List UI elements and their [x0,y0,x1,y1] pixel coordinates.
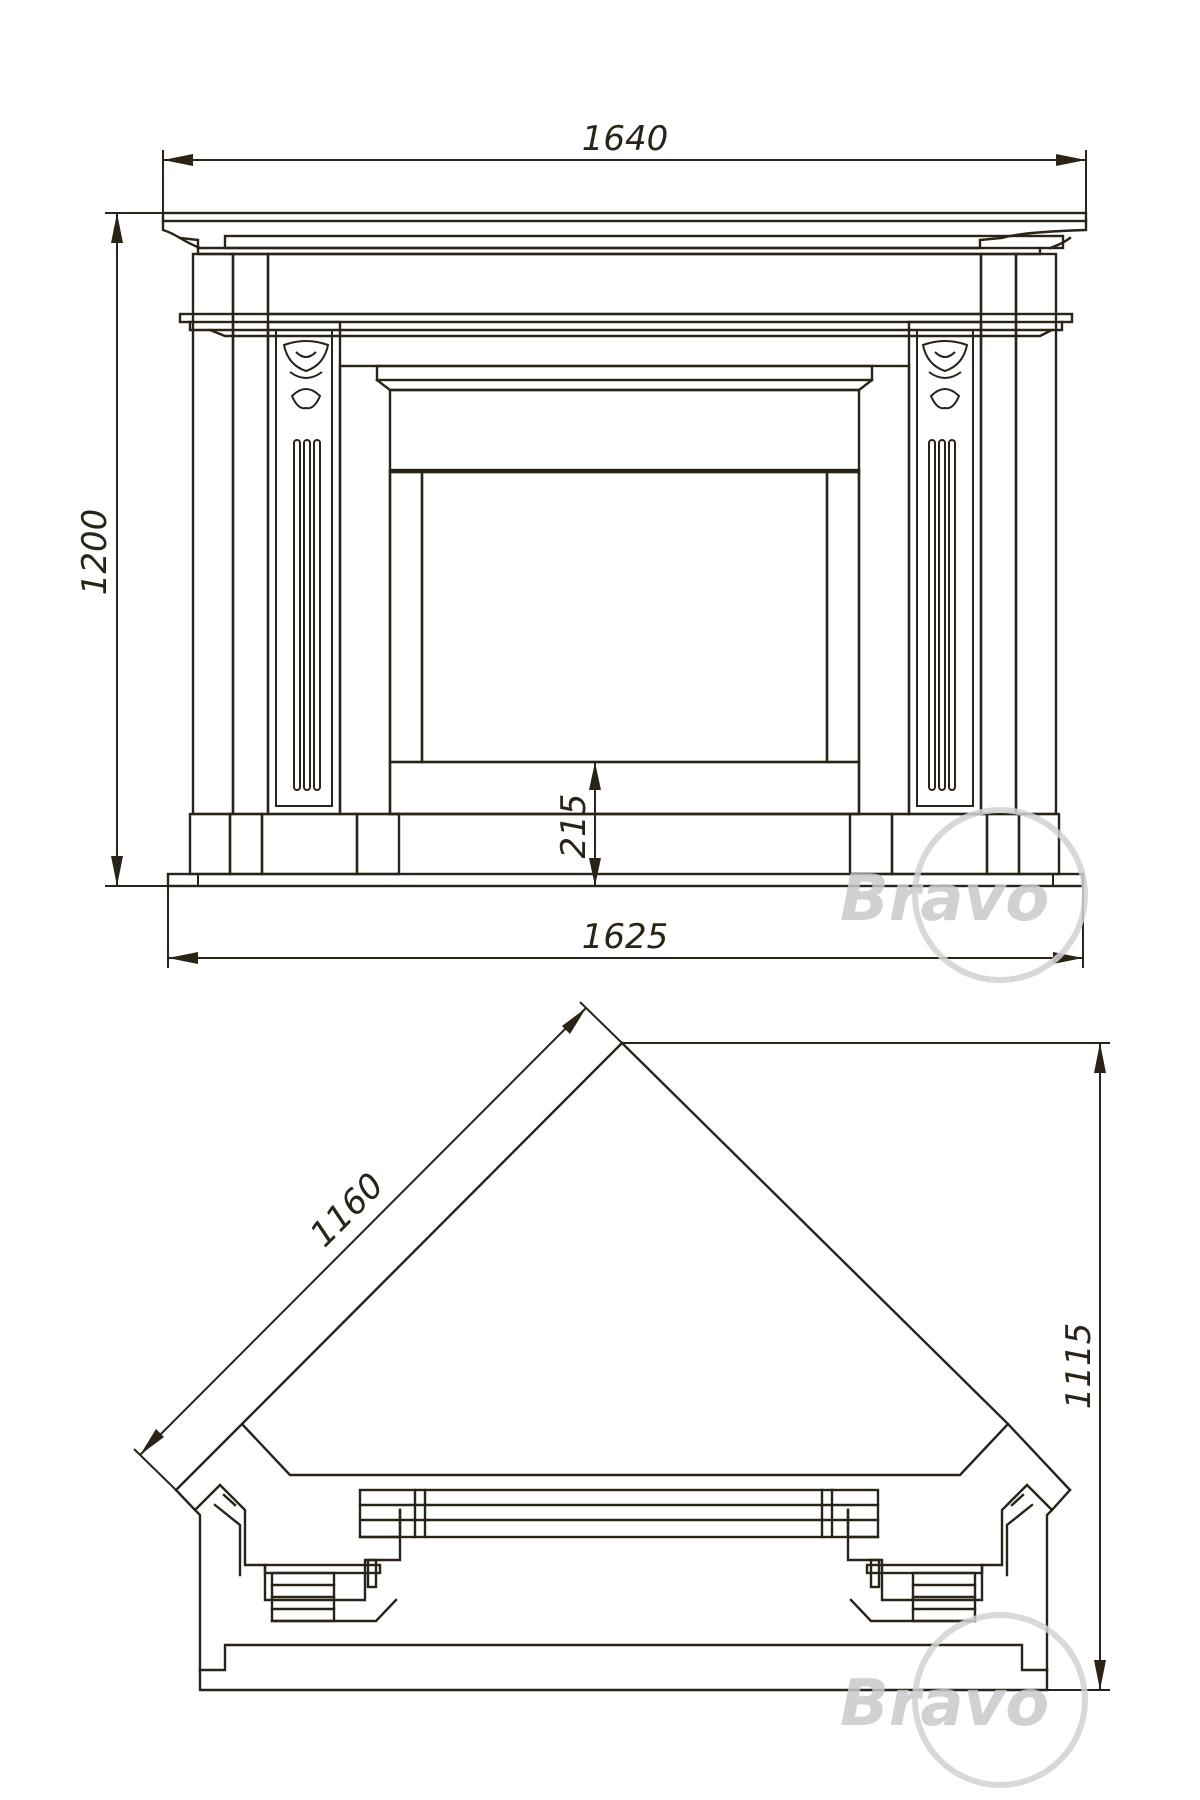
dimension-height: 1200 [75,212,168,887]
dimension-firebox-base: 215 [554,762,601,886]
left-return-profile [174,1483,402,1672]
top-base-outline [198,1643,1049,1692]
fluted-pilaster-left [266,320,342,816]
plinth-left [188,812,401,876]
watermark-bravo-label: Bravo [840,1667,1049,1741]
mantel-shelf [161,211,1088,256]
front-view: 1640 1200 215 1625 [75,119,1088,968]
top-view: 1160 1115 [133,1001,1110,1692]
fluted-pilaster-right [907,320,983,816]
watermark-bravo-bottom: Bravo [840,1612,1088,1788]
watermark-bravo-label: Bravo [840,862,1049,936]
watermark-ring [912,807,1088,983]
firebox-surround [338,364,911,816]
dimension-label-1640: 1640 [582,119,669,159]
corner-shelf-outline [174,1041,1072,1492]
dimension-label-1160: 1160 [302,1165,391,1254]
dimension-label-1200: 1200 [75,509,115,596]
dimension-width-base: 1625 [167,886,1084,968]
dimension-label-1625: 1625 [582,917,669,957]
firebox-opening [388,470,861,816]
dimension-label-1115: 1115 [1059,1323,1099,1410]
outer-pilaster-right [979,252,1058,816]
dimension-width-top: 1640 [162,119,1087,213]
dimension-depth: 1115 [622,1042,1110,1691]
frieze [178,252,1074,338]
watermark-bravo-top: Bravo [840,807,1088,983]
hearth-front-piece [358,1488,880,1539]
right-return-profile [846,1483,1072,1672]
dimension-side-length: 1160 [133,1001,623,1491]
outer-pilaster-left [191,252,270,816]
watermark-ring [912,1612,1088,1788]
dimension-label-215: 215 [554,794,594,859]
